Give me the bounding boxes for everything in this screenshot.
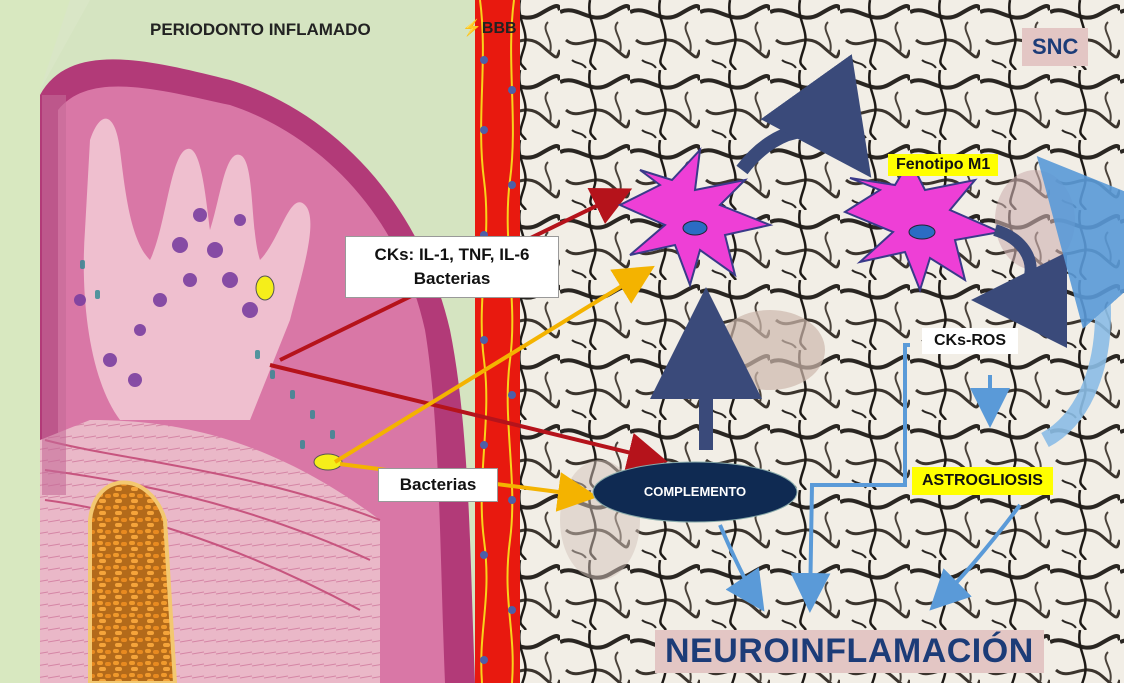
bbb-text: BBB bbox=[482, 20, 517, 37]
periodontium-panel bbox=[0, 0, 475, 683]
label-cks-ros: CKs-ROS bbox=[922, 328, 1018, 354]
cns-panel bbox=[520, 0, 1124, 683]
label-neuroinflamacion: NEUROINFLAMACIÓN bbox=[655, 630, 1044, 673]
label-bbb: ⚡BBB bbox=[462, 18, 517, 38]
label-fenotipo-m1: Fenotipo M1 bbox=[888, 154, 998, 176]
lightning-icon: ⚡ bbox=[462, 20, 482, 37]
label-astrogliosis: ASTROGLIOSIS bbox=[912, 467, 1053, 495]
label-snc: SNC bbox=[1022, 28, 1088, 66]
label-complemento: COMPLEMENTO bbox=[595, 484, 795, 499]
label-cks-bacterias: CKs: IL-1, TNF, IL-6 Bacterias bbox=[345, 236, 559, 298]
bbb-vessel bbox=[475, 0, 520, 683]
title-periodonto: PERIODONTO INFLAMADO bbox=[150, 20, 371, 40]
label-bacterias: Bacterias bbox=[378, 468, 498, 502]
cks-line1: CKs: IL-1, TNF, IL-6 bbox=[352, 243, 552, 267]
cks-line2: Bacterias bbox=[352, 267, 552, 291]
